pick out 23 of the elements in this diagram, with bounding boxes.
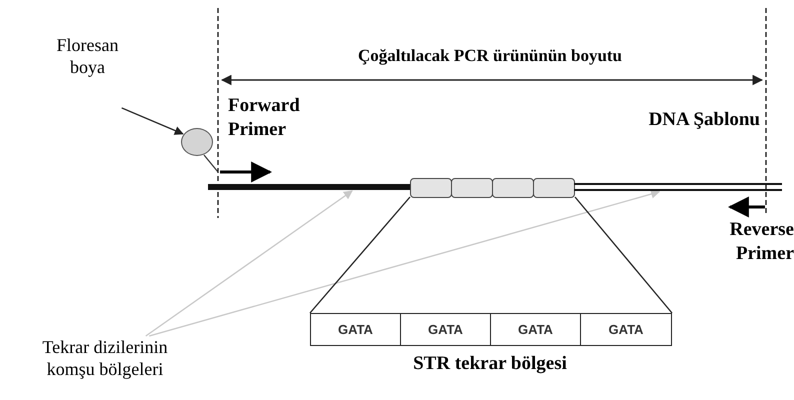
dye-label: Floresan boya <box>40 34 135 82</box>
region-label: Tekrar dizilerinin komşu bölgeleri <box>20 336 190 384</box>
repeat-box <box>533 178 575 198</box>
dna-strand <box>208 184 411 190</box>
repeat-box <box>410 178 452 198</box>
leader-line <box>121 107 184 135</box>
repeat-cell: GATA <box>580 313 672 346</box>
region-title: STR tekrar bölgesi <box>412 352 568 376</box>
template-label: DNA Şablonu <box>648 108 760 132</box>
leader-line <box>145 190 353 337</box>
leader-line <box>149 190 660 337</box>
primer-label: Forward Primer <box>228 94 301 142</box>
repeat-cell: GATA <box>310 313 401 346</box>
dna-strand <box>574 183 782 191</box>
expansion-line <box>574 196 672 314</box>
primer-label: Reverse Primer <box>728 218 794 266</box>
dye-circle <box>181 128 213 156</box>
repeat-box <box>492 178 534 198</box>
expansion-line <box>310 196 410 314</box>
repeat-cell: GATA <box>400 313 491 346</box>
repeat-cell: GATA <box>490 313 581 346</box>
dimension-label: Çoğaltılacak PCR ürününün boyutu <box>356 45 624 67</box>
repeat-box <box>451 178 493 198</box>
